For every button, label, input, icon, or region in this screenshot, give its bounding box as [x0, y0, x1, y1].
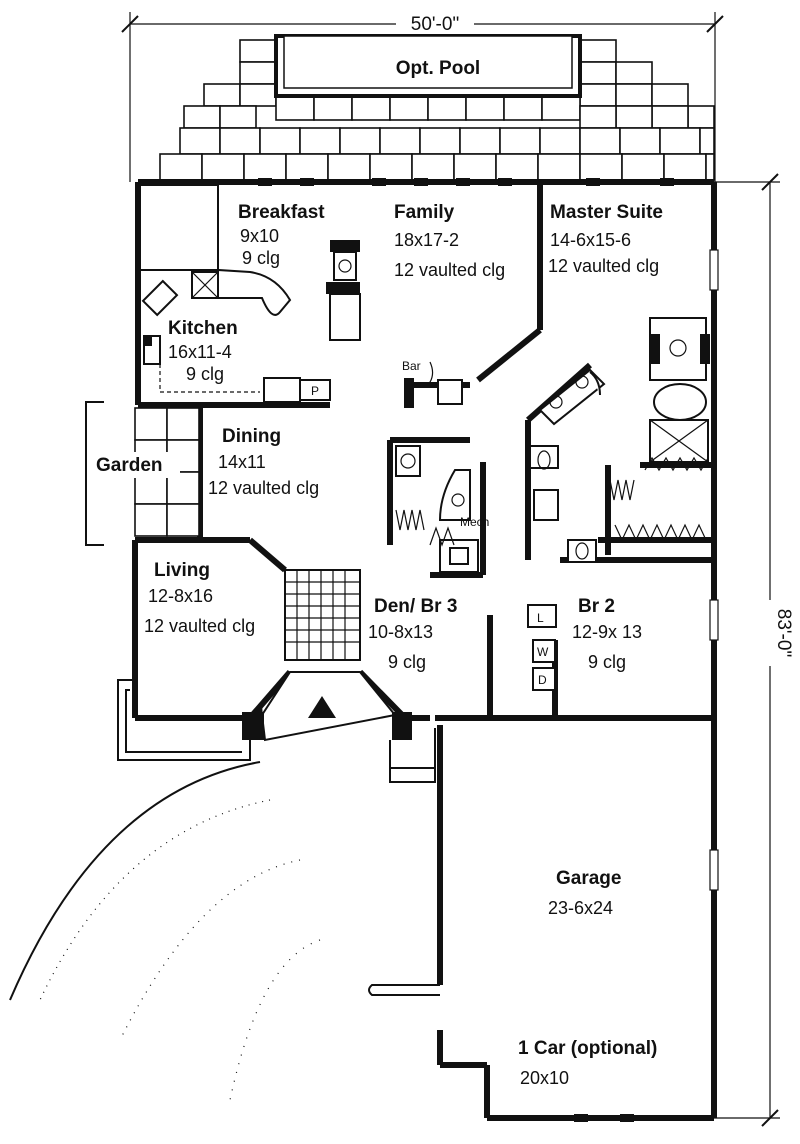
pool-label: Opt. Pool: [396, 58, 480, 79]
depth-dimension: 83'-0": [712, 173, 794, 1127]
family-size: 18x17-2: [394, 230, 459, 250]
entry: [242, 671, 412, 742]
room-br2: Br 2 12-9x 13 9 clg: [572, 596, 642, 672]
pool-deck: [159, 39, 715, 181]
room-garage: Garage 23-6x24: [548, 868, 621, 918]
bar-label: Bar: [402, 359, 421, 373]
kitchen-fixtures: P: [141, 268, 331, 403]
width-dimension-label: 50'-0": [411, 14, 459, 35]
room-breakfast: Breakfast 9x10 9 clg: [238, 202, 325, 268]
laundry-fixtures: L W D: [527, 604, 557, 691]
dining-name: Dining: [222, 426, 281, 447]
family-ceiling: 12 vaulted clg: [394, 260, 505, 280]
kitchen-size: 16x11-4: [168, 342, 232, 362]
room-master-suite: Master Suite 14-6x15-6 12 vaulted clg: [548, 202, 663, 276]
garage-name: Garage: [556, 868, 621, 889]
room-dining: Dining 14x11 12 vaulted clg: [208, 426, 319, 498]
windows: [258, 178, 719, 1122]
foyer-tile: [284, 569, 361, 661]
breakfast-bay: [139, 184, 219, 271]
master-bath-fixtures: [538, 317, 710, 463]
dining-size: 14x11: [218, 452, 266, 472]
pool: Opt. Pool: [274, 34, 582, 98]
master-ceiling: 12 vaulted clg: [548, 256, 659, 276]
closets: [395, 456, 709, 547]
garden-name: Garden: [96, 455, 163, 476]
den-name: Den/ Br 3: [374, 596, 457, 617]
room-family: Family 18x17-2 12 vaulted clg: [394, 202, 505, 280]
family-fixtures: Bar: [326, 240, 434, 386]
living-size: 12-8x16: [148, 586, 213, 606]
entry-arrow-icon: [308, 696, 336, 718]
room-living: Living 12-8x16 12 vaulted clg: [144, 560, 255, 636]
interior-walls: [247, 182, 714, 721]
room-optional-car: 1 Car (optional) 20x10: [518, 1038, 657, 1088]
room-garden: Garden: [94, 452, 180, 478]
entry-stoop: [389, 728, 436, 783]
br2-name: Br 2: [578, 596, 615, 617]
living-name: Living: [154, 560, 210, 581]
laundry-label: L: [537, 611, 544, 625]
breakfast-name: Breakfast: [238, 202, 325, 223]
mech-label: Mech: [460, 515, 489, 529]
pantry-label: P: [311, 384, 319, 398]
kitchen-ceiling: 9 clg: [186, 364, 224, 384]
dining-ceiling: 12 vaulted clg: [208, 478, 319, 498]
breakfast-ceiling: 9 clg: [242, 248, 280, 268]
washer-label: W: [537, 645, 549, 659]
car-name: 1 Car (optional): [518, 1038, 657, 1059]
driveway: [9, 761, 440, 1101]
dryer-label: D: [538, 673, 547, 687]
depth-dimension-label: 83'-0": [773, 609, 794, 657]
garage-size: 23-6x24: [548, 898, 613, 918]
living-ceiling: 12 vaulted clg: [144, 616, 255, 636]
living-steps: [117, 679, 251, 761]
room-kitchen: Kitchen 16x11-4 9 clg: [168, 318, 238, 384]
hall-bath-fixtures: Mech: [395, 445, 597, 573]
breakfast-size: 9x10: [240, 226, 279, 246]
br2-size: 12-9x 13: [572, 622, 642, 642]
family-name: Family: [394, 202, 455, 223]
room-den: Den/ Br 3 10-8x13 9 clg: [368, 596, 457, 672]
width-dimension: 50'-0": [121, 12, 724, 182]
den-ceiling: 9 clg: [388, 652, 426, 672]
car-size: 20x10: [520, 1068, 569, 1088]
master-name: Master Suite: [550, 202, 663, 223]
br2-ceiling: 9 clg: [588, 652, 626, 672]
den-size: 10-8x13: [368, 622, 433, 642]
kitchen-name: Kitchen: [168, 318, 238, 339]
master-size: 14-6x15-6: [550, 230, 631, 250]
